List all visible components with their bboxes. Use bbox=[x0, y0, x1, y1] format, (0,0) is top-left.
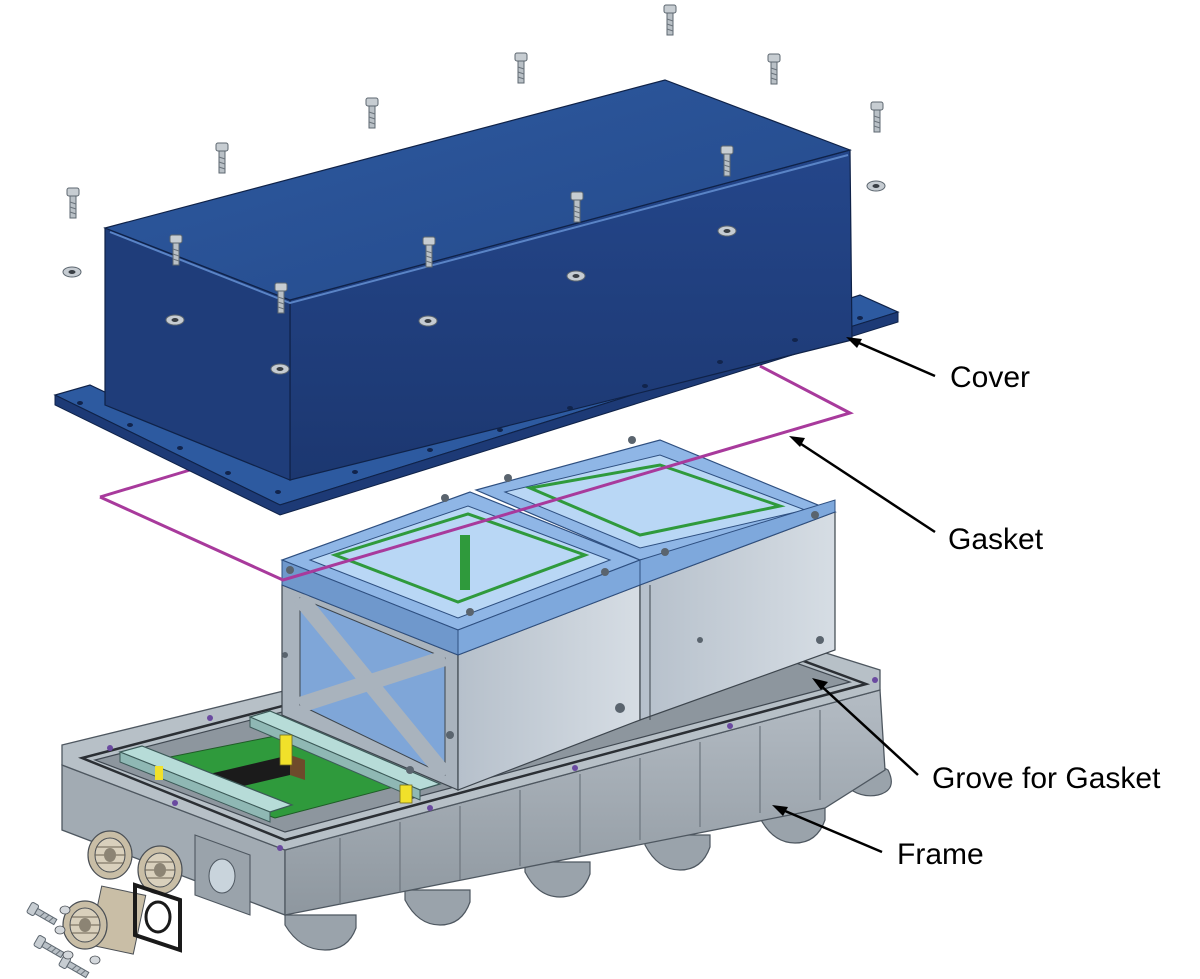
connector-assembly bbox=[25, 830, 183, 979]
washer-right bbox=[866, 180, 886, 192]
label-frame: Frame bbox=[897, 838, 984, 871]
connector-left bbox=[87, 830, 133, 880]
washer-left bbox=[62, 266, 82, 278]
callout-gasket: Gasket bbox=[789, 436, 1044, 556]
module-right bbox=[474, 436, 837, 721]
label-gasket: Gasket bbox=[948, 523, 1044, 556]
callout-cover: Cover bbox=[846, 337, 1030, 394]
mounting-bracket bbox=[118, 710, 442, 823]
callout-groove: Grove for Gasket bbox=[812, 678, 1161, 795]
module-left bbox=[280, 491, 642, 791]
cover-lid bbox=[53, 79, 900, 516]
gasket-ring bbox=[99, 364, 854, 582]
label-groove: Grove for Gasket bbox=[932, 762, 1161, 795]
label-cover: Cover bbox=[950, 361, 1030, 394]
callout-frame: Frame bbox=[772, 805, 984, 871]
